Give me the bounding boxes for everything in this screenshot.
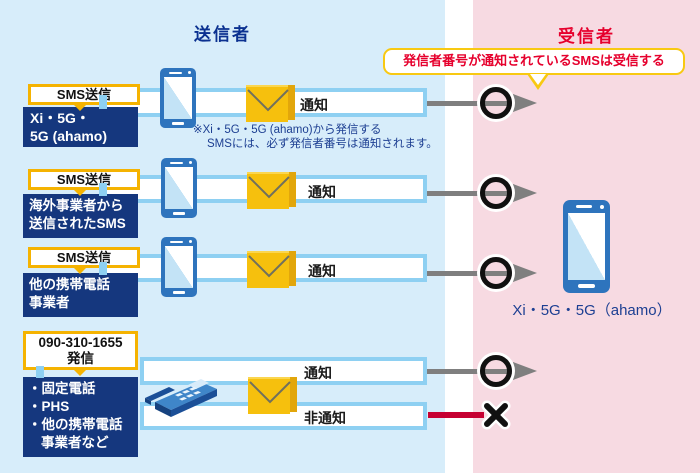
footnote-line: SMSには、必ず発信者番号は通知されます。 bbox=[207, 137, 438, 150]
connector-line bbox=[99, 95, 107, 109]
sender-source-box: 海外事業者から 送信されたSMS bbox=[23, 194, 138, 238]
source-line: ・他の携帯電話 bbox=[28, 417, 123, 432]
source-line: 他の携帯電話 bbox=[29, 277, 110, 292]
arrow-line bbox=[427, 191, 515, 196]
phone-home-button-icon bbox=[578, 284, 595, 288]
caller-number: 090-310-1655 bbox=[38, 335, 123, 350]
result-label: 通知 bbox=[304, 365, 332, 381]
arrow-line bbox=[427, 101, 515, 106]
callout-tail-icon bbox=[530, 74, 546, 85]
source-line: 事業者など bbox=[41, 435, 109, 450]
phone-home-button-icon bbox=[172, 122, 184, 125]
source-line: 海外事業者から bbox=[29, 198, 124, 213]
connector-line bbox=[99, 262, 107, 275]
arrow-line bbox=[427, 271, 515, 276]
arrow-head-icon bbox=[513, 184, 537, 202]
envelope-icon bbox=[247, 251, 296, 288]
tag-pointer-icon bbox=[72, 266, 88, 274]
sms-send-tag: SMS送信 bbox=[28, 84, 140, 105]
tag-pointer-icon bbox=[72, 188, 88, 196]
circle-ok-icon bbox=[480, 87, 512, 119]
source-line: 5G (ahamo) bbox=[30, 128, 108, 144]
circle-ok-icon bbox=[480, 355, 512, 387]
receiver-smartphone-icon bbox=[563, 200, 610, 293]
arrow-head-icon bbox=[513, 264, 537, 282]
footnote: ※Xi・5G・5G (ahamo)から発信する SMSには、必ず発信者番号は通知… bbox=[193, 124, 453, 151]
tag-pointer-icon bbox=[72, 103, 88, 111]
result-label: 非通知 bbox=[304, 410, 346, 426]
phone-screen bbox=[568, 213, 605, 280]
smartphone-icon bbox=[161, 158, 197, 218]
receive-callout: 発信者番号が通知されているSMSは受信する bbox=[383, 48, 685, 75]
phone-speaker-icon bbox=[576, 205, 592, 208]
result-label: 通知 bbox=[308, 184, 336, 200]
source-line: ・固定電話 bbox=[28, 381, 96, 396]
envelope-icon bbox=[246, 85, 295, 122]
source-line: 送信されたSMS bbox=[29, 216, 126, 231]
smartphone-icon bbox=[160, 68, 196, 128]
landline-phone-icon bbox=[141, 372, 219, 423]
sender-header: 送信者 bbox=[194, 25, 251, 44]
phone-camera-icon bbox=[188, 71, 191, 74]
smartphone-icon bbox=[161, 237, 197, 297]
phone-camera-icon bbox=[600, 205, 604, 209]
sender-source-box: Xi・5G・ 5G (ahamo) bbox=[23, 107, 138, 147]
reject-line bbox=[428, 412, 484, 418]
circle-ok-icon bbox=[480, 257, 512, 289]
envelope-icon bbox=[247, 172, 296, 209]
sender-source-box: ・固定電話 ・PHS ・他の携帯電話 事業者など bbox=[23, 377, 138, 457]
arrow-head-icon bbox=[513, 362, 537, 380]
footnote-line: ※Xi・5G・5G (ahamo)から発信する bbox=[193, 124, 382, 136]
result-label: 通知 bbox=[300, 97, 328, 113]
phone-screen bbox=[164, 77, 192, 119]
sender-source-box: 他の携帯電話 事業者 bbox=[23, 273, 138, 317]
arrow-line bbox=[427, 369, 515, 374]
source-line: ・PHS bbox=[28, 399, 70, 414]
sms-send-tag: SMS送信 bbox=[28, 247, 140, 268]
envelope-icon bbox=[248, 377, 297, 414]
phone-speaker-icon bbox=[169, 72, 182, 74]
cross-icon bbox=[479, 398, 513, 437]
circle-ok-icon bbox=[480, 177, 512, 209]
result-label: 通知 bbox=[308, 263, 336, 279]
source-line: 事業者 bbox=[29, 295, 70, 310]
connector-line bbox=[36, 366, 44, 378]
connector-line bbox=[99, 183, 107, 196]
receiver-header: 受信者 bbox=[558, 27, 615, 46]
tag-pointer-icon bbox=[72, 368, 88, 376]
caller-number-tag: 090-310-1655 発信 bbox=[23, 331, 138, 370]
source-line: Xi・5G・ bbox=[30, 110, 90, 126]
caller-action: 発信 bbox=[67, 351, 94, 366]
sms-send-tag: SMS送信 bbox=[28, 169, 140, 190]
receiver-device-label: Xi・5G・5G（ahamo） bbox=[512, 302, 672, 319]
arrow-head-icon bbox=[513, 94, 537, 112]
